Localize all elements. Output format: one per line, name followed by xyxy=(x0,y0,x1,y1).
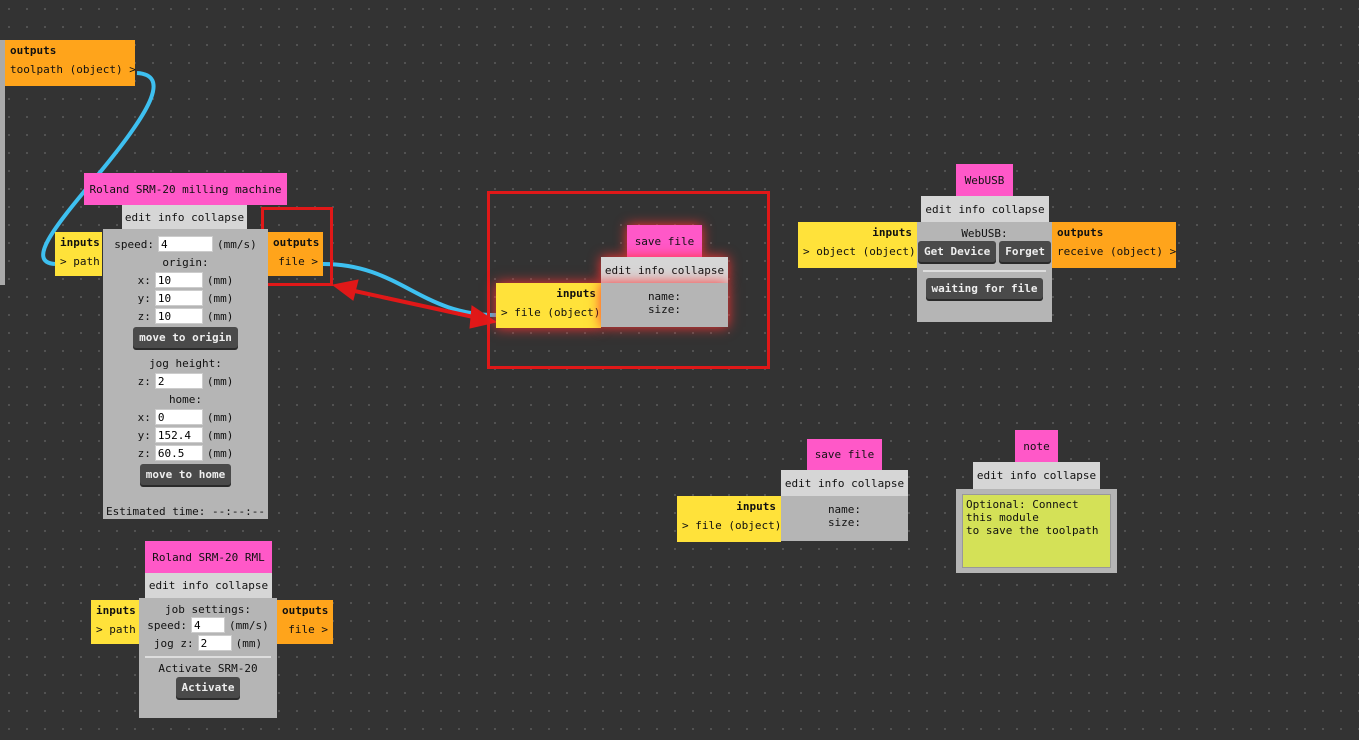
module-title[interactable]: WebUSB xyxy=(956,164,1013,196)
input-port-path[interactable]: > path xyxy=(60,255,100,268)
module-title[interactable]: note xyxy=(1015,430,1058,462)
inputs-label: inputs xyxy=(872,226,912,239)
unit: (mm) xyxy=(206,291,234,305)
save-inputs: inputs > file (object) xyxy=(496,283,601,328)
inputs-label: inputs xyxy=(96,604,136,617)
jog-height-label: jog height: xyxy=(149,356,222,370)
output-port-file[interactable]: file > xyxy=(288,623,328,636)
home-z-input[interactable] xyxy=(154,445,203,461)
waiting-for-file-button[interactable]: waiting for file xyxy=(925,278,1044,299)
rml-body: job settings: speed: (mm/s) jog z: (mm) Ac… xyxy=(139,598,277,718)
edit-info-collapse[interactable]: edit info collapse xyxy=(921,196,1049,222)
output-port-receive[interactable]: receive (object) > xyxy=(1057,245,1177,258)
wire-toolpath-to-path[interactable] xyxy=(41,71,156,266)
highlight-box xyxy=(487,191,770,369)
origin-z-input[interactable] xyxy=(154,308,203,324)
output-port-file[interactable]: file > xyxy=(278,255,318,268)
home-label: home: xyxy=(168,392,203,406)
inputs-label: inputs xyxy=(736,500,776,513)
edit-info-collapse[interactable]: edit info collapse xyxy=(601,257,728,283)
rml-outputs: outputs file > xyxy=(277,600,333,644)
input-port-path[interactable]: > path xyxy=(96,623,136,636)
home-y-input[interactable] xyxy=(154,427,203,443)
origin-x-input[interactable] xyxy=(154,272,203,288)
z-label: z: xyxy=(137,374,151,388)
inputs-label: inputs xyxy=(60,236,100,249)
jog-z-input[interactable] xyxy=(154,373,203,389)
speed-input[interactable] xyxy=(191,617,225,633)
milling-body: speed: (mm/s) origin: x: (mm) y: (mm) z: (mm… xyxy=(103,229,268,519)
name-label: name: xyxy=(647,290,682,303)
outputs-label: outputs xyxy=(282,604,329,617)
save-body: name: size: xyxy=(781,496,908,541)
name-label: name: xyxy=(827,503,862,516)
highlight-box xyxy=(261,207,333,286)
unit: (mm) xyxy=(206,428,234,442)
unit: (mm) xyxy=(206,273,234,287)
red-arrow xyxy=(331,279,498,329)
edit-info-collapse[interactable]: edit info collapse xyxy=(122,205,247,229)
unit: (mm) xyxy=(206,309,234,323)
note-textarea[interactable]: Optional: Connect this module to save th… xyxy=(962,494,1111,568)
save-body: name: size: xyxy=(601,283,728,327)
estimated-time: Estimated time: --:--:-- xyxy=(106,505,265,518)
save-inputs: inputs > file (object) xyxy=(677,496,781,542)
size-label: size: xyxy=(647,303,682,316)
unit: (mm) xyxy=(206,374,234,388)
z-label: z: xyxy=(137,309,151,323)
note-body: Optional: Connect this module to save th… xyxy=(956,489,1117,573)
job-settings-label: job settings: xyxy=(164,603,252,616)
move-to-origin-button[interactable]: move to origin xyxy=(133,327,238,348)
speed-label: speed: xyxy=(114,237,154,251)
output-port-toolpath[interactable]: toolpath (object) > xyxy=(10,63,136,76)
x-label: x: xyxy=(137,273,151,287)
activate-label: Activate SRM-20 xyxy=(158,662,258,675)
home-x-input[interactable] xyxy=(154,409,203,425)
origin-label: origin: xyxy=(162,255,209,269)
unit: (mm) xyxy=(206,410,234,424)
milling-outputs: outputs file > xyxy=(268,232,323,276)
move-to-home-button[interactable]: move to home xyxy=(139,464,232,485)
x-label: x: xyxy=(137,410,151,424)
edit-info-collapse[interactable]: edit info collapse xyxy=(973,462,1100,489)
origin-y-input[interactable] xyxy=(154,290,203,306)
module-title[interactable]: save file xyxy=(807,439,882,470)
webusb-outputs: outputs receive (object) > xyxy=(1052,222,1176,268)
input-port-object[interactable]: > object (object) xyxy=(803,245,916,258)
milling-inputs: inputs > path xyxy=(55,232,102,276)
outputs-label: outputs xyxy=(1057,226,1104,239)
y-label: y: xyxy=(137,291,151,305)
z-label: z: xyxy=(137,446,151,460)
inputs-label: inputs xyxy=(556,287,596,300)
edit-info-collapse[interactable]: edit info collapse xyxy=(145,573,272,598)
webusb-inputs: inputs > object (object) xyxy=(798,222,917,268)
wire-file-to-save[interactable] xyxy=(322,262,497,317)
unit: (mm) xyxy=(235,636,263,650)
speed-input[interactable] xyxy=(158,236,213,252)
input-port-file[interactable]: > file (object) xyxy=(682,519,782,532)
unit: (mm) xyxy=(206,446,234,460)
module-title[interactable]: Roland SRM-20 RML xyxy=(145,541,272,573)
top-module-outputs: outputs toolpath (object) > xyxy=(5,40,136,86)
size-label: size: xyxy=(827,516,862,529)
outputs-label: outputs xyxy=(273,236,320,249)
edit-info-collapse[interactable]: edit info collapse xyxy=(781,470,908,496)
forget-button[interactable]: Forget xyxy=(999,241,1051,262)
offscreen-module-edge xyxy=(0,40,5,285)
jog-z-label: jog z: xyxy=(153,636,194,650)
webusb-label: WebUSB: xyxy=(961,227,1008,240)
input-port-file[interactable]: > file (object) xyxy=(501,306,601,319)
module-title[interactable]: save file xyxy=(627,225,702,257)
unit: (mm/s) xyxy=(217,237,257,251)
activate-button[interactable]: Activate xyxy=(175,677,241,698)
speed-label: speed: xyxy=(147,618,187,632)
y-label: y: xyxy=(137,428,151,442)
outputs-label: outputs xyxy=(10,44,57,57)
rml-inputs: inputs > path xyxy=(91,600,139,644)
unit: (mm/s) xyxy=(229,618,269,632)
get-device-button[interactable]: Get Device xyxy=(918,241,997,262)
jog-z-input[interactable] xyxy=(197,635,232,651)
module-title[interactable]: Roland SRM-20 milling machine xyxy=(84,173,287,205)
